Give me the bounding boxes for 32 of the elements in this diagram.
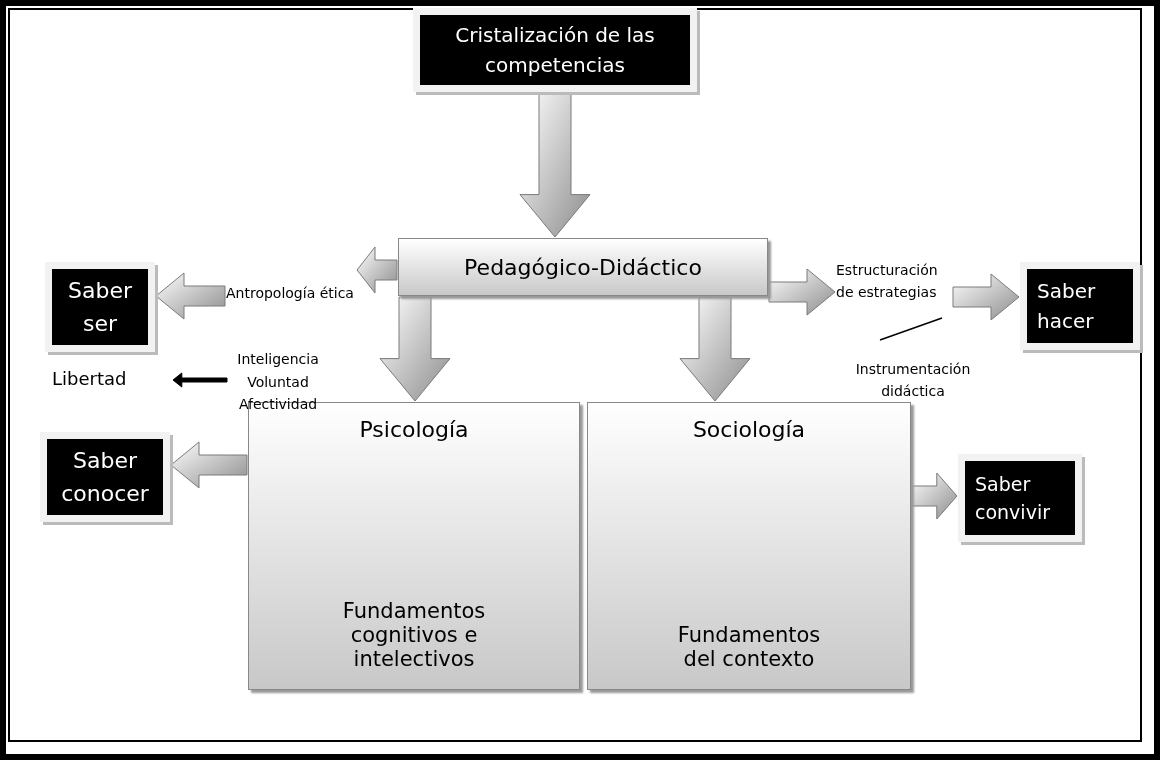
box-heading: Psicología (359, 417, 469, 442)
node-text: Cristalización de las competencias (454, 22, 656, 79)
node-text: Saber ser (67, 277, 133, 338)
outcome-box (958, 454, 1082, 542)
block-arrow (519, 92, 591, 238)
box-body: Fundamentos del contexto (677, 623, 821, 671)
block-arrow (679, 296, 751, 402)
annotation-text: Instrumentación didáctica (854, 360, 972, 402)
block-arrow (356, 246, 398, 294)
discipline-box (587, 402, 911, 690)
outcome-box (1020, 262, 1140, 350)
title-box (413, 8, 697, 92)
block-arrow (911, 472, 958, 520)
block-arrow (768, 268, 836, 316)
node-text: Saber convivir (975, 471, 1051, 525)
node-text: Saber hacer (1037, 278, 1097, 335)
block-arrow (172, 372, 228, 388)
block-arrow (952, 273, 1020, 321)
node-text: Estructuración de estrategias (836, 260, 939, 302)
block-arrow (379, 296, 451, 402)
node-text: Saber conocer (60, 447, 150, 508)
block-arrow (170, 441, 248, 489)
box-heading: Sociología (692, 417, 806, 442)
box-heading: Pedagógico-Didáctico (464, 254, 702, 280)
outcome-box (40, 432, 170, 522)
node-text: Libertad (52, 366, 127, 391)
box-body: Fundamentos cognitivos e intelectivos (341, 599, 487, 671)
process-box (398, 238, 768, 296)
node-text: Inteligencia Voluntad Afectividad (236, 350, 320, 415)
node-text: Antropología ética (226, 283, 354, 303)
outcome-box (45, 262, 155, 352)
block-arrow (155, 272, 226, 320)
